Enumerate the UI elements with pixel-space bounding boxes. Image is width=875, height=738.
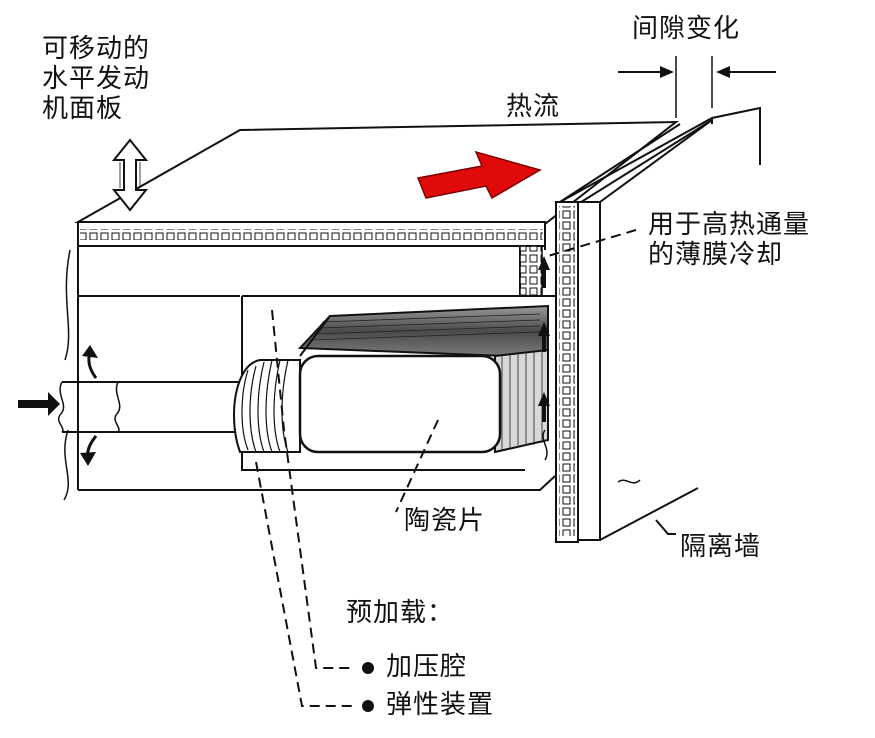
tile-top-stripes — [309, 313, 541, 341]
movable-panel-line-3: 机面板 — [42, 94, 124, 124]
film-cooling-line-1: 用于高热通量 — [648, 210, 811, 240]
inlet-arrow — [18, 392, 60, 416]
outflow-arrow-up-head — [82, 345, 98, 358]
panel-cells — [80, 229, 543, 240]
bullet-elastic-device — [362, 700, 374, 712]
ceramic-tile-top — [297, 304, 549, 358]
gap-change-indicator — [618, 56, 776, 118]
movable-panel-line-1: 可移动的 — [42, 34, 151, 64]
movable-panel-label: 可移动的 水平发动 机面板 — [42, 34, 150, 124]
ceramic-tile-label: 陶瓷片 — [404, 506, 486, 536]
isolation-wall-label: 隔离墙 — [680, 532, 762, 562]
bellows — [233, 359, 301, 453]
engine-bottom-edge — [78, 475, 556, 491]
isolation-wall — [555, 106, 761, 543]
movable-panel-arrow — [111, 138, 149, 212]
gap-change-label: 间隙变化 — [632, 14, 741, 44]
break-line-bottom — [63, 429, 70, 501]
tile-side-stripes — [501, 351, 543, 450]
panel-side-cells — [519, 245, 543, 297]
film-cooling-label: 用于高热通量 的薄膜冷却 — [648, 210, 810, 270]
ceramic-tile-side — [494, 348, 549, 454]
bullet-pressure-chamber — [362, 662, 374, 674]
outflow-arrow-down-head — [80, 452, 96, 466]
heat-flow-arrow — [416, 150, 542, 200]
film-cooling-line-2: 的薄膜冷却 — [648, 240, 784, 270]
elastic-device-label: 弹性装置 — [386, 690, 495, 720]
tile-front-edge — [299, 315, 331, 357]
pipe-break-mid — [114, 381, 121, 433]
heat-flow-label: 热流 — [506, 92, 561, 122]
leader-lines — [255, 229, 676, 707]
movable-panel-line-2: 水平发动 — [42, 64, 151, 94]
pressure-chamber-label: 加压腔 — [386, 652, 468, 682]
cavity-box — [241, 295, 525, 471]
film-cooling-arrows — [538, 256, 550, 461]
pipe-break-left — [58, 381, 65, 433]
pressure-pipe — [62, 381, 250, 433]
preload-title: 预加载： — [346, 598, 455, 628]
ceramic-tile-front — [298, 354, 502, 454]
break-line-top — [64, 249, 71, 361]
